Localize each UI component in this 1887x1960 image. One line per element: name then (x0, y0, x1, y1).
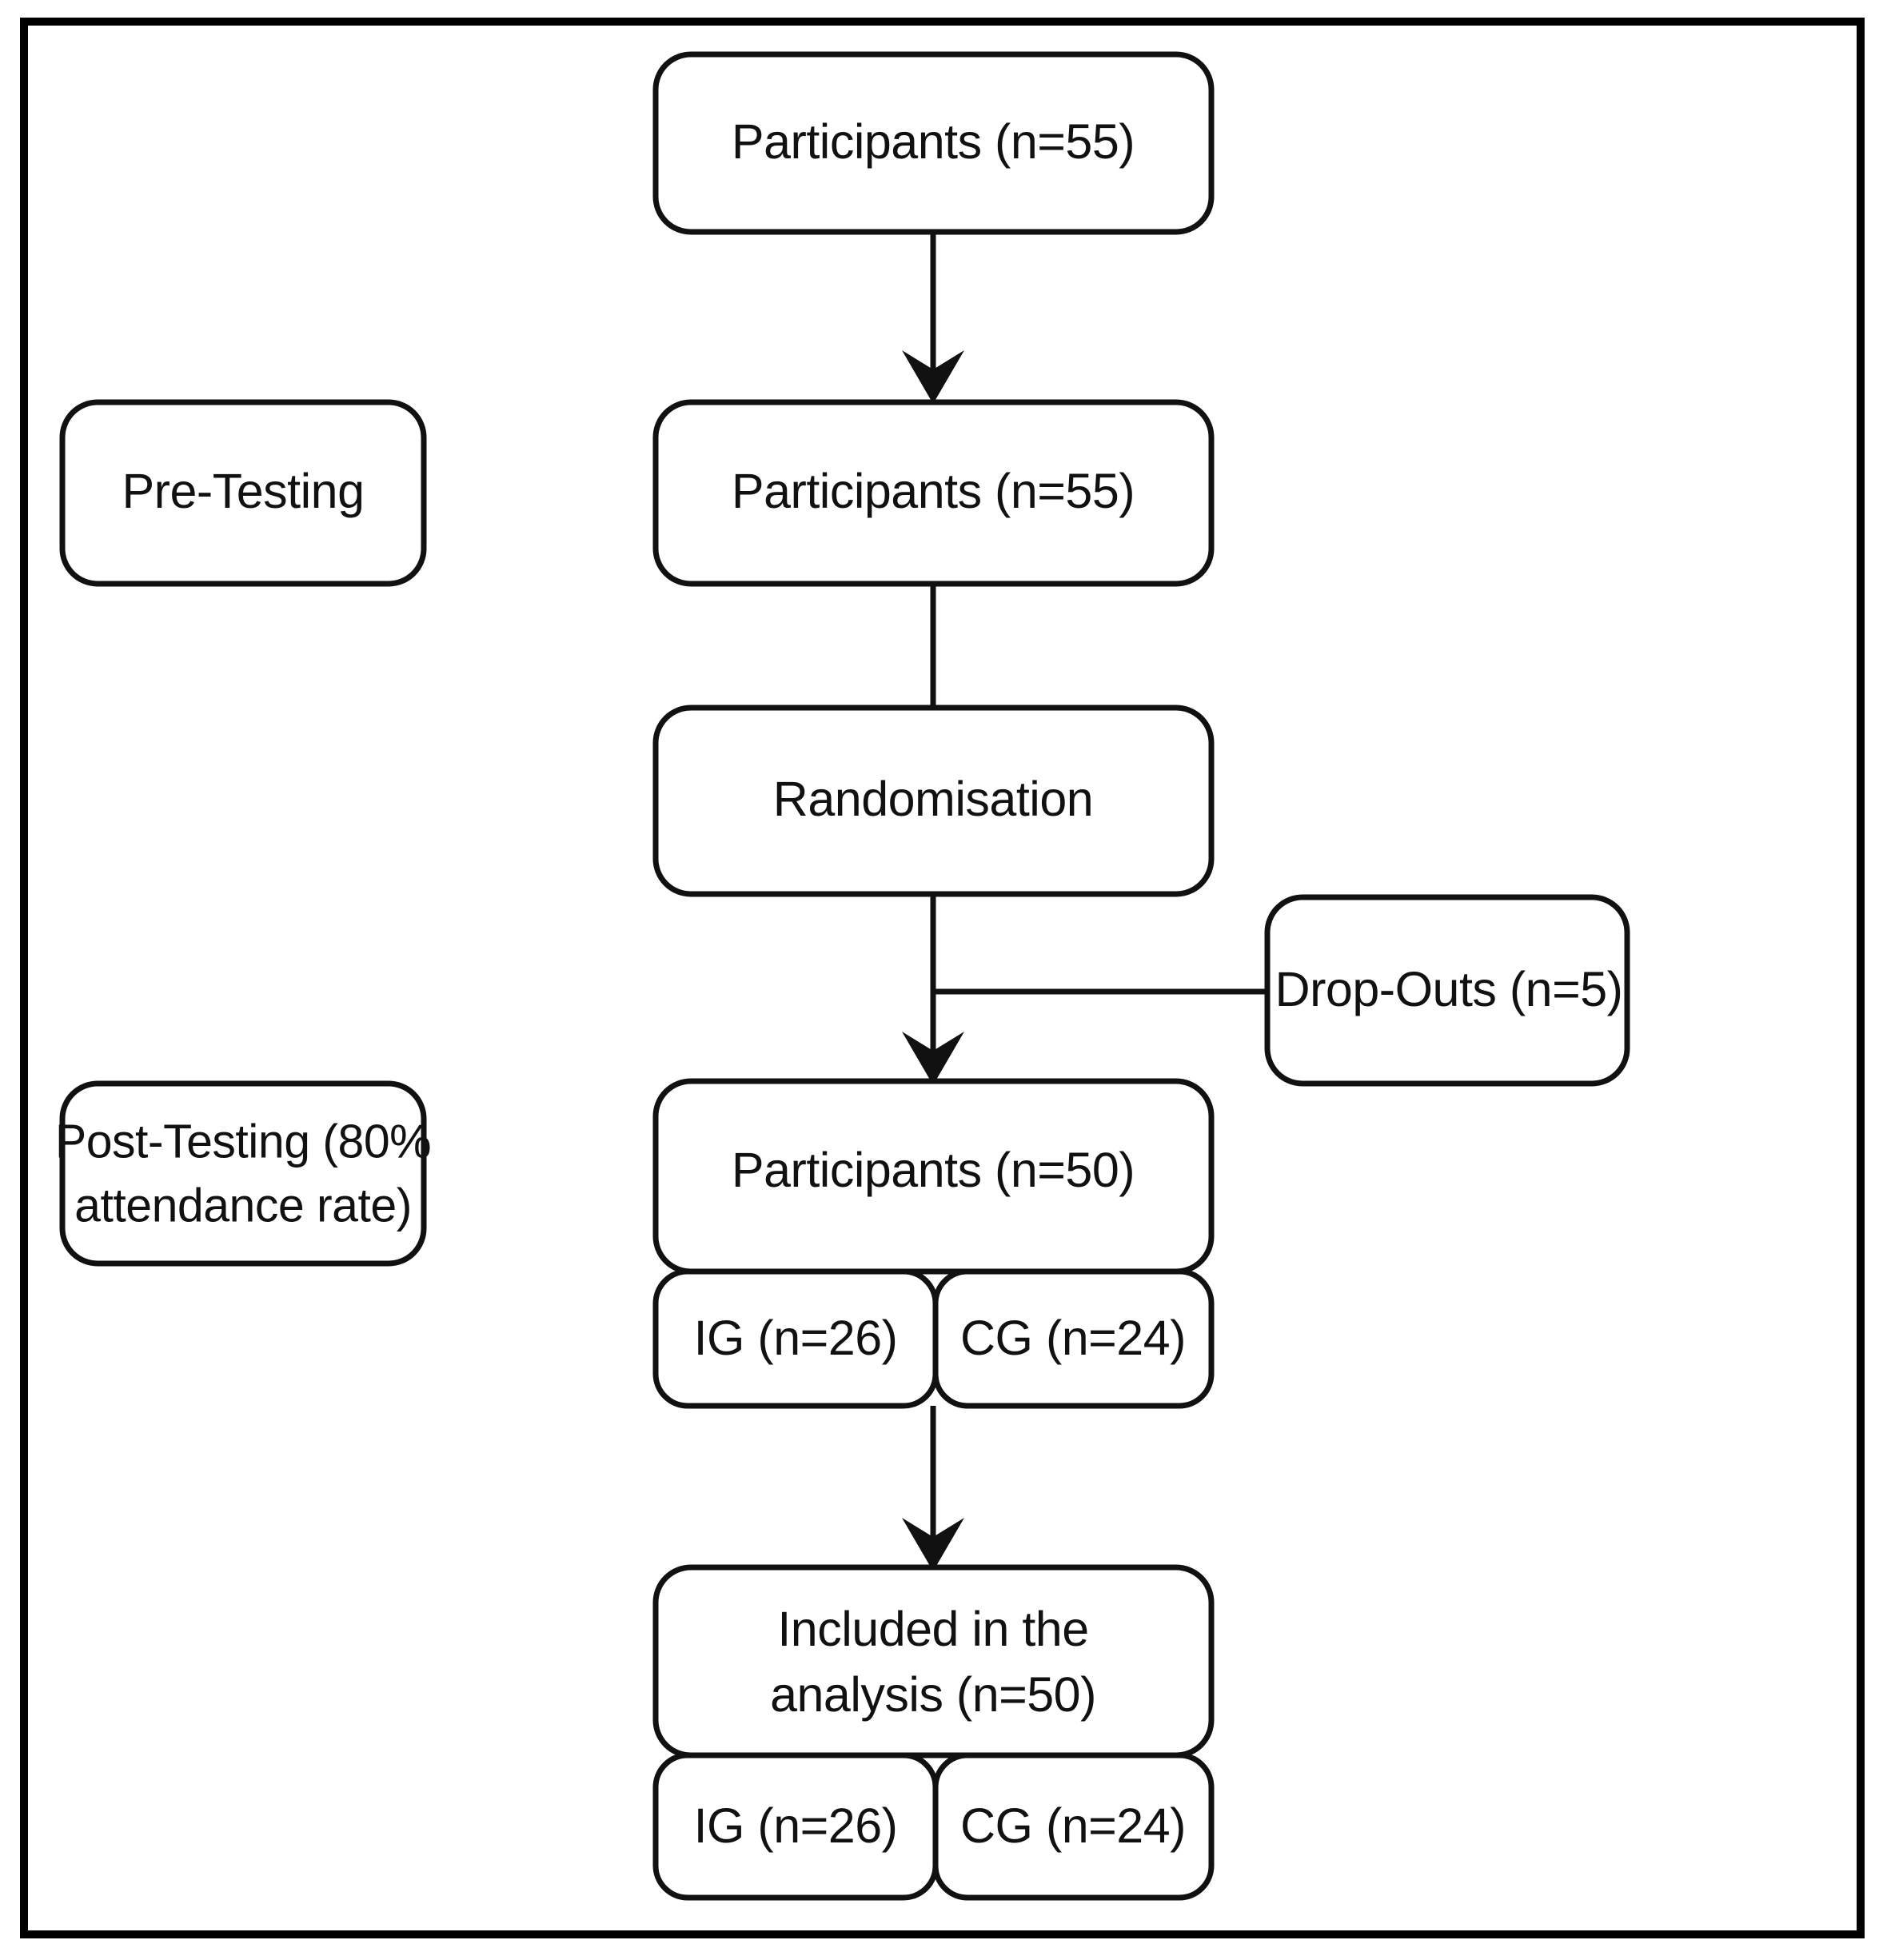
node-posttest-cg[interactable]: CG (n=24) (932, 1268, 1215, 1409)
node-included-in-analysis[interactable]: Included in the analysis (n=50) (652, 1564, 1215, 1758)
node-drop-outs[interactable]: Drop-Outs (n=5) (1264, 894, 1630, 1087)
node-participants-posttest[interactable]: Participants (n=50) (652, 1078, 1215, 1275)
node-participants-enrolled-label: Participants (n=55) (732, 114, 1135, 169)
edge-randomisation-to-posttest (902, 894, 964, 1085)
node-pre-testing[interactable]: Pre-Testing (59, 399, 427, 587)
node-post-testing-label-line1: Post-Testing (80% (55, 1116, 431, 1168)
node-pre-testing-label: Pre-Testing (122, 464, 364, 518)
node-randomisation-label: Randomisation (773, 772, 1093, 826)
node-post-testing[interactable]: Post-Testing (80% attendance rate) (55, 1080, 432, 1267)
node-participants-pretest-label: Participants (n=55) (732, 464, 1135, 518)
node-included-in-analysis-label-line2: analysis (n=50) (770, 1667, 1096, 1722)
node-posttest-ig-label: IG (n=26) (694, 1311, 898, 1365)
node-posttest-cg-label: CG (n=24) (960, 1311, 1186, 1365)
node-randomisation[interactable]: Randomisation (652, 705, 1215, 897)
outer-frame (20, 18, 1865, 1938)
node-participants-posttest-label: Participants (n=50) (732, 1143, 1135, 1197)
node-posttest-ig[interactable]: IG (n=26) (652, 1268, 939, 1409)
node-analysis-ig[interactable]: IG (n=26) (652, 1752, 939, 1901)
edge-enrolled-to-pretest (902, 232, 964, 404)
node-participants-enrolled[interactable]: Participants (n=55) (652, 51, 1215, 235)
node-analysis-ig-label: IG (n=26) (694, 1798, 898, 1853)
node-analysis-cg-label: CG (n=24) (960, 1798, 1186, 1853)
node-post-testing-label-line2: attendance rate) (74, 1180, 412, 1232)
edge-posttest-to-analysis (902, 1406, 964, 1571)
node-included-in-analysis-label-line1: Included in the (777, 1602, 1088, 1656)
node-drop-outs-label: Drop-Outs (n=5) (1275, 962, 1623, 1016)
node-participants-pretest[interactable]: Participants (n=55) (652, 399, 1215, 587)
node-analysis-cg[interactable]: CG (n=24) (932, 1752, 1215, 1901)
